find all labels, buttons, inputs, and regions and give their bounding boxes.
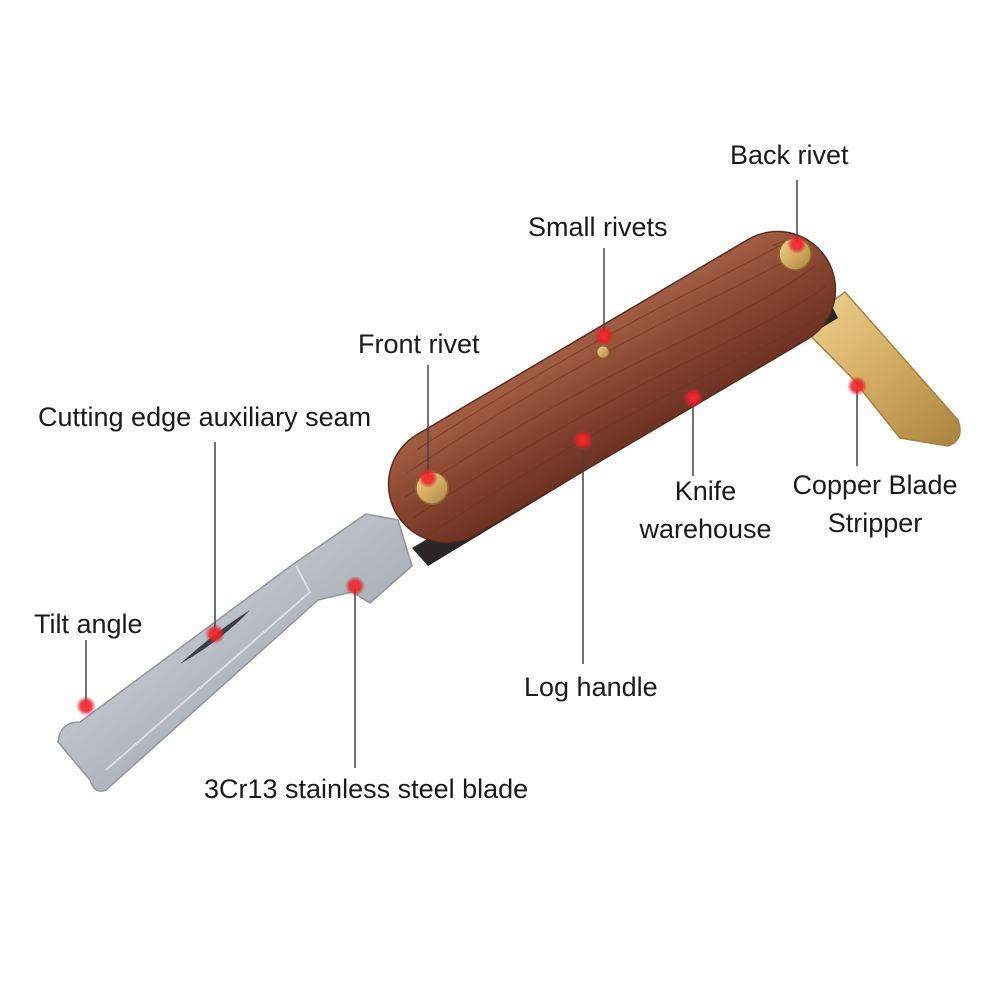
label-blade-material: 3Cr13 stainless steel blade [204,774,529,804]
label-knife-warehouse-line2: warehouse [639,514,772,544]
label-copper-stripper-line2: Stripper [827,508,923,538]
label-back-rivet: Back rivet [730,140,849,170]
label-log-handle: Log handle [524,672,658,702]
copper-stripper-shape [798,290,961,447]
small-rivet-shape [596,345,610,359]
handle-shape [387,230,837,544]
blade-shape [57,513,413,792]
label-copper-stripper-line1: Copper Blade [792,470,958,500]
label-tilt-angle: Tilt angle [34,609,143,639]
label-small-rivets: Small rivets [528,212,668,242]
label-copper-stripper: Copper Blade Stripper [780,466,970,542]
label-cutting-edge-seam: Cutting edge auxiliary seam [38,402,372,432]
label-knife-warehouse-line1: Knife [674,476,737,506]
label-knife-warehouse: Knife warehouse [628,472,783,548]
marker-dots [76,234,867,716]
label-front-rivet: Front rivet [358,329,480,359]
leader-lines [85,180,858,768]
